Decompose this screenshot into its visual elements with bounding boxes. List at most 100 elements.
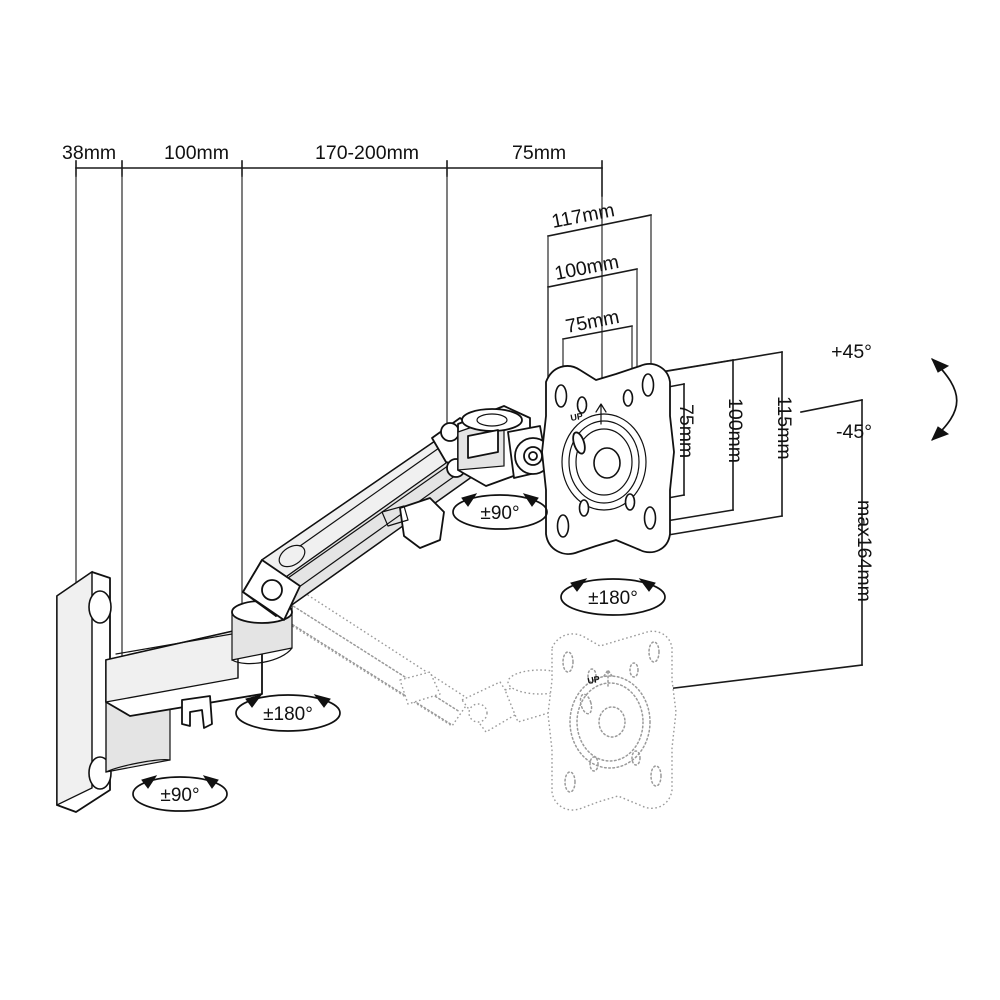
vesa-plate-locking-slot <box>572 431 586 455</box>
vesa-boss-ring-mid <box>568 420 640 504</box>
rotation-annotation-head: ±180° <box>560 578 666 616</box>
rot-label-forearm: ±90° <box>480 503 519 524</box>
ghost-plate-vesa75-tr <box>629 662 639 678</box>
head-swivel-cap <box>461 408 523 432</box>
rot-arrow-right-upper-arm <box>313 694 331 708</box>
gas-arm-rear-pivot <box>261 579 283 601</box>
tilt-arc <box>931 358 958 441</box>
top-dim-label-1: 100mm <box>164 142 229 164</box>
ghost-plate-vesa75-bl <box>589 756 599 772</box>
rot-label-upper-arm: ±180° <box>263 704 313 725</box>
wall-swivel-barrel-bottom <box>105 759 171 773</box>
rot-label-head: ±180° <box>588 588 638 609</box>
extension-arm-highlight <box>115 633 233 655</box>
tilt-pivot-inner <box>528 451 538 461</box>
dim-label-75-height: 75mm <box>675 404 697 458</box>
rotation-annotation-wall-plate: ±90° <box>132 775 228 812</box>
vesa-hole-75-top-left <box>576 396 588 414</box>
rot-arrow-right-wall-plate <box>202 775 219 789</box>
ghost-plate-hole-tr <box>648 641 660 663</box>
vesa-boss-ring-inner <box>575 428 633 496</box>
rot-arrow-left-head <box>570 578 588 592</box>
ghost-plate-hole-tl <box>562 651 574 673</box>
dim-label-max164: max164mm <box>853 500 875 602</box>
vesa-plate-center-hole <box>593 447 621 479</box>
gas-arm-highlight-oval <box>278 544 306 568</box>
gas-arm-front-pivot <box>440 422 460 442</box>
rot-arrow-left-upper-arm <box>245 694 263 708</box>
dim-label-75-width: 75mm <box>564 306 621 338</box>
tilt-arrow-head-up <box>930 358 950 373</box>
vertical-travel-dimension: max164mm <box>649 399 875 692</box>
ghost-elbow-pivot <box>468 703 488 723</box>
max164-leader-bottom <box>649 664 863 692</box>
dim-115-ext-bottom <box>661 515 783 537</box>
gas-arm-groove-2 <box>291 467 467 593</box>
rot-ellipse-forearm <box>452 494 548 530</box>
vesa-height-dimensions: 115mm 100mm 75mm <box>653 351 795 537</box>
rot-arrow-right-head <box>638 578 656 592</box>
rot-arrow-right-forearm <box>522 493 539 507</box>
top-dim-label-3: 75mm <box>512 142 566 164</box>
head-slot <box>467 429 499 459</box>
dim-label-117: 117mm <box>550 199 617 233</box>
upper-swivel-bottom <box>231 647 293 665</box>
dim-label-100-height: 100mm <box>724 398 746 463</box>
ghost-lowered-position: UP <box>269 589 677 811</box>
head-swivel-cap-inner <box>476 413 508 427</box>
top-dim-label-2: 170-200mm <box>315 142 419 164</box>
tilt-angle-annotation: +45° -45° <box>831 341 958 443</box>
rot-label-wall-plate: ±90° <box>160 785 199 806</box>
top-dimension-chain: 38mm 100mm 170-200mm 75mm <box>62 142 603 700</box>
rot-ellipse-wall-plate <box>132 776 228 812</box>
ghost-arm-lever <box>399 671 441 705</box>
gas-arm-release-lever <box>399 497 445 549</box>
ghost-plate-center-hole <box>598 706 626 738</box>
ghost-up-arrow-icon <box>603 669 613 687</box>
ghost-plate-hole-br <box>650 765 662 787</box>
vesa-hole-100-bottom-left <box>556 514 570 538</box>
ghost-plate-vesa75-tl <box>587 668 597 684</box>
vesa-hole-100-top-left <box>554 384 568 408</box>
swivel-tilt-head <box>457 405 552 487</box>
dim-label-115: 115mm <box>773 396 795 460</box>
vesa-hole-75-top-right <box>622 389 634 407</box>
max164-leader-top <box>800 399 863 413</box>
up-arrow-icon <box>595 403 607 425</box>
gas-arm-groove-1 <box>287 455 463 579</box>
rotation-annotation-upper-arm: ±180° <box>235 694 341 732</box>
rot-arrow-left-wall-plate <box>141 775 158 789</box>
tilt-up-label: +45° <box>831 341 872 363</box>
dim-75w-line <box>562 325 633 340</box>
rotation-annotation-forearm-swivel: ±90° <box>452 493 548 530</box>
gas-spring-arm <box>242 417 493 621</box>
ghost-arm-line-2 <box>281 617 453 726</box>
top-dim-label-0: 38mm <box>62 142 116 164</box>
vesa-hole-100-top-right <box>641 373 655 397</box>
ghost-plate-ring-mid <box>576 682 644 762</box>
tilt-arrow-head-down <box>931 426 950 441</box>
ghost-vesa-plate <box>547 630 677 811</box>
tilt-down-label: -45° <box>836 421 872 443</box>
vesa-hole-100-bottom-right <box>643 506 657 530</box>
rot-ellipse-head <box>560 578 666 616</box>
ghost-plate-ring-outer <box>569 675 651 769</box>
wall-plate-hole-top <box>88 590 112 624</box>
ghost-plate-hole-bl <box>564 771 576 793</box>
vesa-hole-75-bottom-right <box>624 493 636 511</box>
ghost-plate-slot <box>579 693 593 715</box>
ghost-up-label: UP <box>587 674 601 686</box>
dim-100w-line <box>547 268 638 288</box>
rot-arrow-left-forearm <box>461 493 478 507</box>
dim-117-line <box>547 214 652 237</box>
rot-ellipse-upper-arm <box>235 694 341 732</box>
dim-100h-ext-top <box>653 359 734 374</box>
vesa-boss-ring-outer <box>561 413 647 511</box>
wall-plate-face <box>56 570 93 807</box>
cable-clip <box>181 695 213 729</box>
up-marking-label: UP <box>570 411 584 423</box>
vesa-hole-75-bottom-left <box>578 499 590 517</box>
ghost-plate-vesa75-br <box>631 750 641 766</box>
